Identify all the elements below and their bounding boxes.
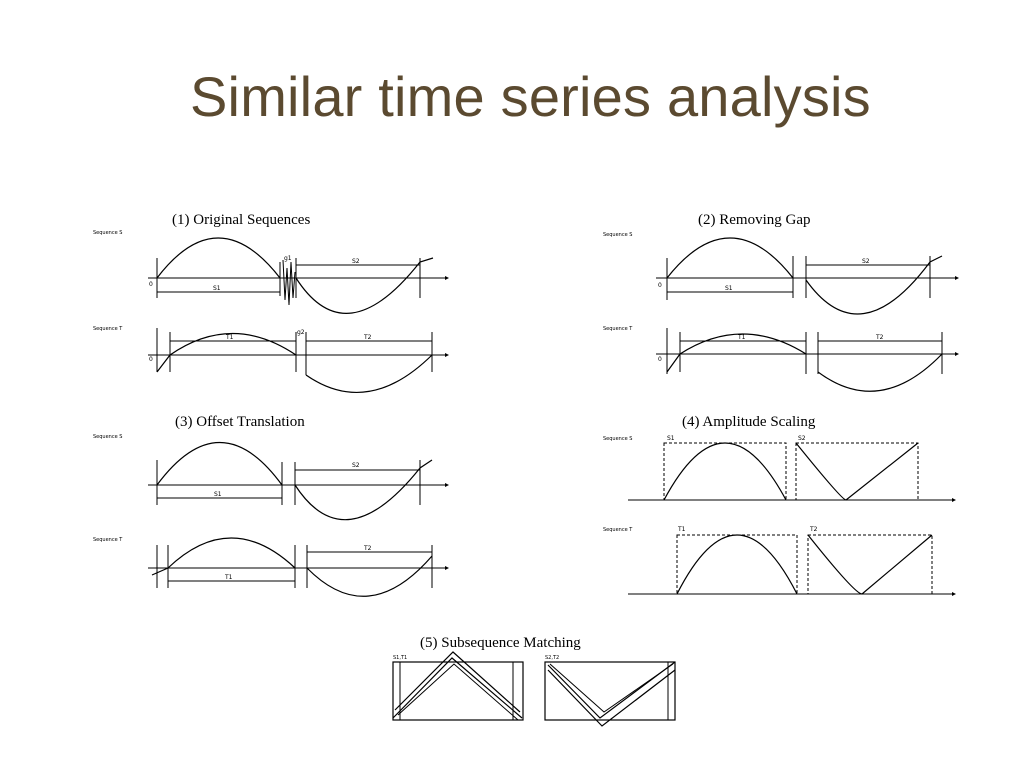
segment-label: S1 bbox=[213, 285, 221, 292]
sequence-s-curve bbox=[795, 442, 919, 501]
panel-title: (3) Offset Translation bbox=[175, 414, 305, 430]
sequence-t-label: Sequence T bbox=[603, 527, 633, 533]
panel-title: (5) Subsequence Matching bbox=[420, 635, 581, 651]
sequence-t-curve bbox=[151, 537, 296, 576]
sequence-s-label: Sequence S bbox=[603, 436, 632, 442]
sequence-t-curve bbox=[676, 534, 798, 595]
panel-removing-gap: (2) Removing Gap Sequence S 0 S1 S2 Sequ… bbox=[603, 212, 959, 392]
origin-label: 0 bbox=[658, 282, 662, 289]
sequence-t-label: Sequence T bbox=[93, 326, 123, 332]
segment-label: S1 bbox=[725, 285, 733, 292]
panel-original-sequences: (1) Original Sequences Sequence S 0 S1 S… bbox=[93, 212, 449, 393]
axis-arrow bbox=[955, 352, 959, 356]
sequence-s-label: Sequence S bbox=[603, 232, 632, 238]
segment-label: T1 bbox=[677, 526, 686, 533]
matched-curve bbox=[547, 661, 676, 719]
segment-label: T1 bbox=[225, 334, 234, 341]
sequence-t-curve bbox=[305, 354, 433, 393]
sequence-s-curve bbox=[666, 237, 794, 279]
segment-label: S2 bbox=[352, 258, 360, 265]
matched-curve bbox=[549, 663, 674, 713]
segment-label: S1 bbox=[667, 435, 675, 442]
gap-label: g2 bbox=[297, 329, 305, 336]
sequence-s-curve bbox=[156, 237, 281, 279]
gap-label: g1 bbox=[284, 255, 292, 262]
axis-arrow bbox=[445, 353, 449, 357]
panel-title: (1) Original Sequences bbox=[172, 212, 310, 228]
origin-label: 0 bbox=[658, 356, 662, 363]
matched-curve bbox=[394, 651, 521, 713]
panel-title: (4) Amplitude Scaling bbox=[682, 414, 816, 430]
sequence-t-label: Sequence T bbox=[93, 537, 123, 543]
sequence-s-curve bbox=[295, 257, 434, 314]
origin-label: 0 bbox=[149, 356, 153, 363]
segment-label: T1 bbox=[224, 574, 233, 581]
axis-arrow bbox=[952, 498, 956, 502]
axis-arrow bbox=[445, 483, 449, 487]
panel-amplitude-scaling: (4) Amplitude Scaling Sequence S S1 S2 S… bbox=[603, 414, 956, 596]
segment-label: T1 bbox=[737, 334, 746, 341]
noise-gap bbox=[282, 259, 296, 306]
matched-curve bbox=[397, 663, 519, 721]
sequence-t-curve bbox=[306, 555, 433, 597]
segment-label: T2 bbox=[363, 545, 372, 552]
sequence-t-curve bbox=[666, 333, 807, 373]
box-label: S2,T2 bbox=[545, 655, 559, 661]
sequence-t-curve bbox=[156, 332, 297, 373]
sequence-s-label: Sequence S bbox=[93, 434, 122, 440]
panel-offset-translation: (3) Offset Translation Sequence S S1 S2 … bbox=[93, 414, 449, 597]
matched-curve bbox=[547, 669, 676, 727]
segment-label: S1 bbox=[214, 491, 222, 498]
matched-curve bbox=[392, 657, 523, 719]
origin-label: 0 bbox=[149, 281, 153, 288]
axis-arrow bbox=[445, 566, 449, 570]
normalized-box bbox=[807, 534, 933, 595]
sequence-s-curve bbox=[156, 441, 283, 486]
segment-label: T2 bbox=[809, 526, 818, 533]
panel-subsequence-matching: (5) Subsequence Matching S1,T1 S2,T2 bbox=[392, 635, 676, 727]
sequence-s-curve bbox=[294, 459, 433, 521]
axis-arrow bbox=[952, 592, 956, 596]
box-label: S1,T1 bbox=[393, 655, 407, 661]
segment-label: S2 bbox=[862, 258, 870, 265]
axis-arrow bbox=[955, 276, 959, 280]
sequence-s-label: Sequence S bbox=[93, 230, 122, 236]
segment-label: S2 bbox=[798, 435, 806, 442]
sequence-t-curve bbox=[817, 353, 943, 392]
sequence-t-curve bbox=[807, 534, 933, 595]
axis-arrow bbox=[445, 276, 449, 280]
slide-title: Similar time series analysis bbox=[190, 65, 871, 128]
normalized-box bbox=[795, 442, 919, 501]
panel-title: (2) Removing Gap bbox=[698, 212, 810, 228]
sequence-t-label: Sequence T bbox=[603, 326, 633, 332]
sequence-s-curve bbox=[663, 442, 787, 501]
matching-box bbox=[544, 661, 676, 721]
segment-label: S2 bbox=[352, 462, 360, 469]
matching-box bbox=[392, 661, 524, 721]
segment-label: T2 bbox=[875, 334, 884, 341]
segment-label: T2 bbox=[363, 334, 372, 341]
sequence-s-curve bbox=[805, 255, 943, 315]
